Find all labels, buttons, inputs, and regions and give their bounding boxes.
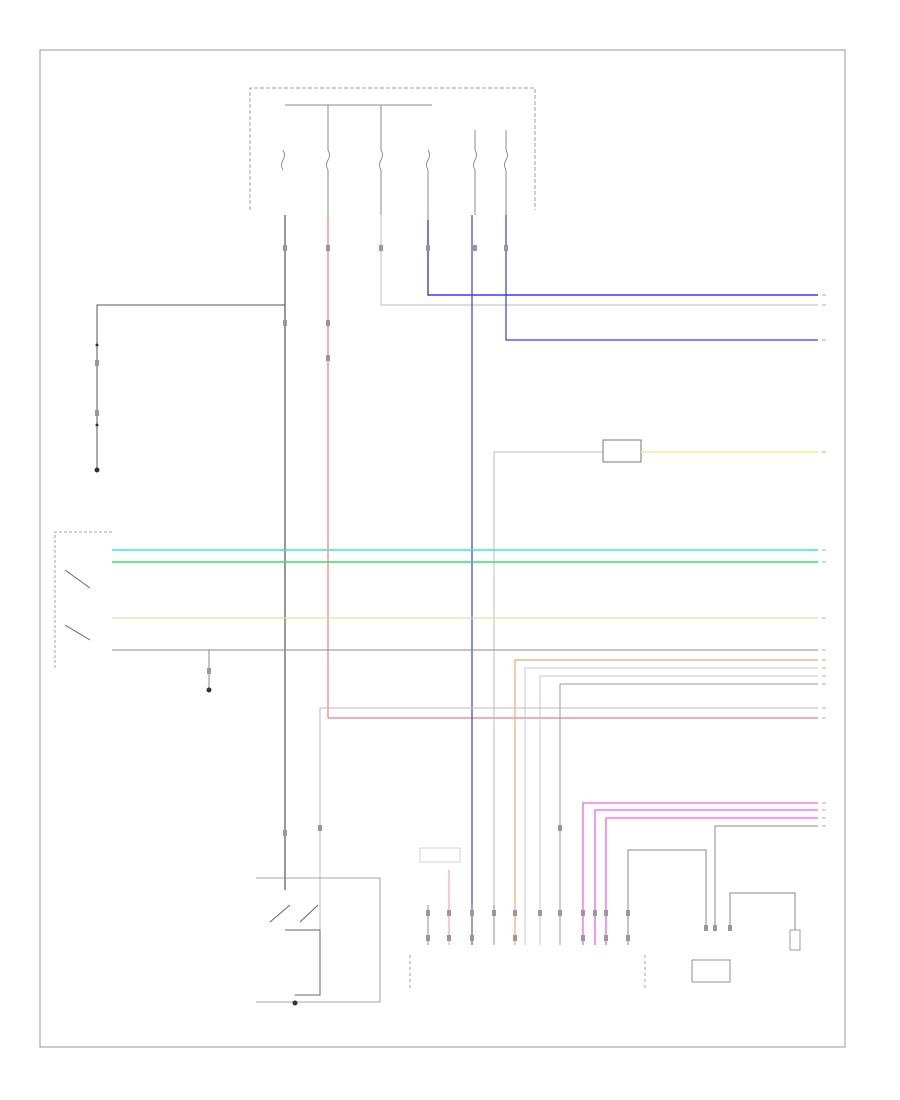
- wire-orange: [514, 659, 818, 945]
- splice-node: [95, 423, 99, 427]
- inline-fuse: [602, 439, 642, 463]
- wire-blue-upper: [427, 220, 818, 296]
- connector-ticks: [822, 294, 826, 827]
- wire-gray-to-fuse: [493, 451, 603, 910]
- relay-ground-node: [292, 1000, 298, 1006]
- relay-wiring: [285, 929, 321, 996]
- switch-contact: [64, 569, 91, 589]
- module-wire: [729, 892, 796, 930]
- ground-node: [206, 687, 212, 693]
- ecu-connector-pins: [427, 870, 495, 945]
- wire-gray-6: [714, 825, 818, 930]
- wire-gray-2: [524, 667, 818, 945]
- fuse-symbol: [281, 149, 508, 171]
- wire-blue-lower: [505, 215, 818, 341]
- relay-box-outline: [256, 877, 381, 1003]
- wire-gray-5: [319, 707, 818, 945]
- wire-gray-7: [627, 849, 707, 945]
- switch-box-outline: [54, 531, 112, 670]
- pin-markers: [95, 245, 732, 941]
- wire-gray-3: [539, 675, 818, 945]
- sensor-box: [789, 929, 801, 951]
- module-box: [691, 959, 731, 983]
- battery-ground-node: [94, 467, 100, 473]
- relay-contact: [299, 904, 319, 923]
- switch-contact: [64, 624, 91, 641]
- ecu-label-box: [419, 847, 461, 863]
- battery-wire: [96, 304, 285, 470]
- relay-contact: [269, 904, 291, 923]
- splice-node: [95, 343, 99, 347]
- wire-gray-4: [559, 683, 818, 945]
- wire-pink-1: [582, 802, 818, 945]
- fuse-box-outline: [249, 87, 536, 210]
- diagram-frame: [39, 49, 846, 1048]
- wire-pink-3: [605, 817, 818, 945]
- wire-pink-2: [594, 809, 818, 945]
- fuse-terminals: [327, 170, 507, 220]
- wire-gray-1: [380, 215, 818, 306]
